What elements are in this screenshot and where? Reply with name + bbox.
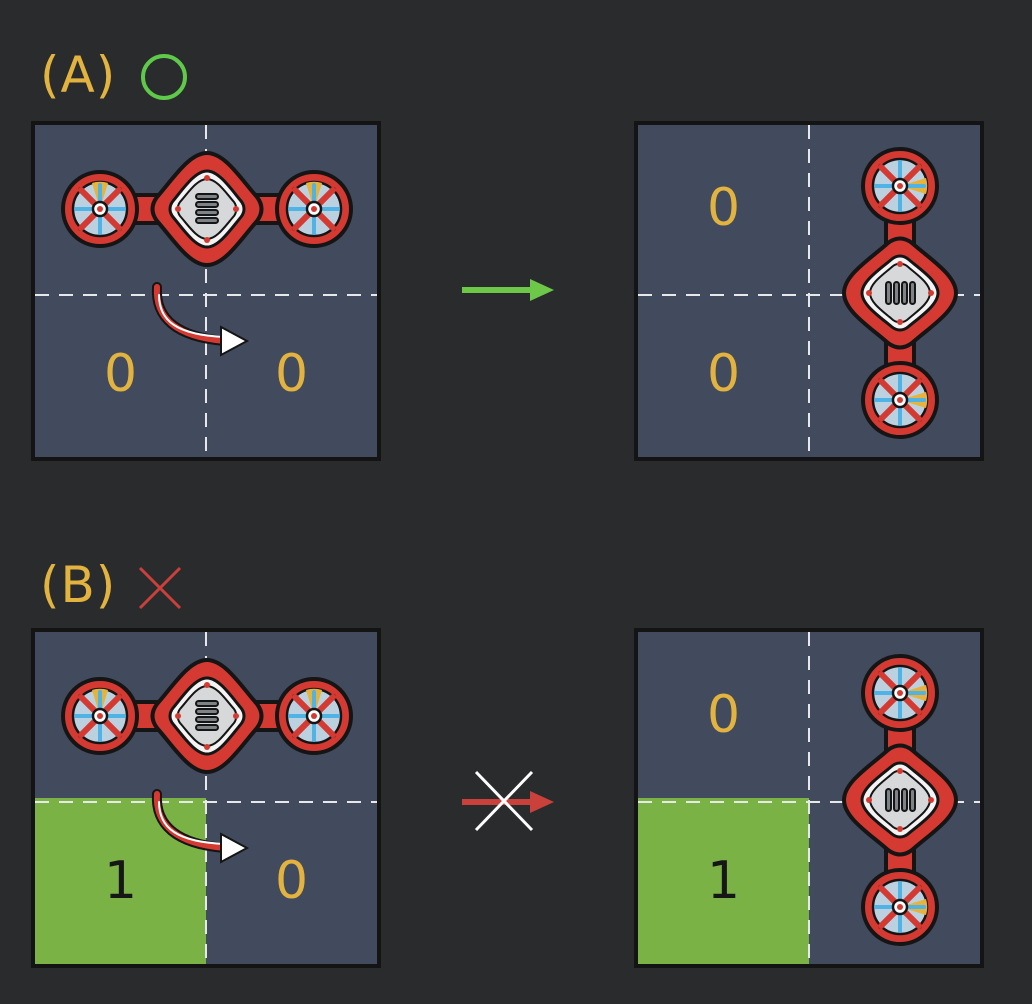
panel-b-after-board: 0 1 xyxy=(634,628,984,968)
rotation-arrow-icon xyxy=(151,789,250,864)
cell-top-left: 0 xyxy=(706,685,741,745)
cell-bottom-left-occupied: 1 xyxy=(35,798,206,964)
arrow-right-icon xyxy=(462,279,554,301)
panel-a-after-board: 0 0 xyxy=(634,121,984,461)
grid-lines xyxy=(638,632,980,964)
cell-bottom-left-occupied: 1 xyxy=(638,798,809,964)
drone-vertical xyxy=(844,149,956,437)
panel-a-before-board: 0 0 xyxy=(31,121,381,461)
cell-bottom-left: 0 xyxy=(103,344,138,404)
circle-icon xyxy=(141,54,187,100)
cell-bottom-right: 0 xyxy=(274,851,309,911)
rotation-arrow-icon xyxy=(151,282,250,357)
drone-vertical xyxy=(844,656,956,944)
crossed-arrow-icon xyxy=(462,770,554,832)
drone-horizontal xyxy=(63,660,351,772)
cross-icon xyxy=(138,566,182,610)
drone-horizontal xyxy=(63,153,351,265)
panel-b-before-board: 1 0 xyxy=(31,628,381,968)
cell-bottom-left: 0 xyxy=(706,344,741,404)
cell-bottom-right: 0 xyxy=(274,344,309,404)
cell-top-left: 0 xyxy=(706,178,741,238)
panel-b-label: (B) xyxy=(40,556,117,614)
panel-a-label: (A) xyxy=(40,46,117,104)
grid-lines xyxy=(638,125,980,457)
